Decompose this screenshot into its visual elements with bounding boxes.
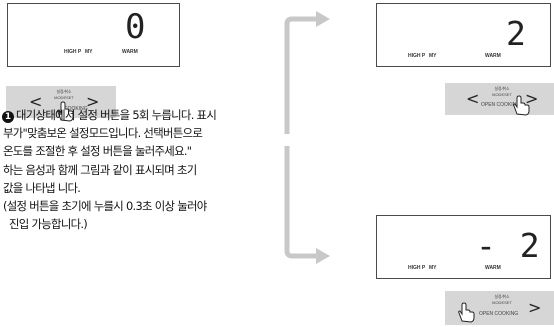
instruction-line-4: 하는 음성과 함께 그림과 같이 표시되며 초기: [3, 162, 197, 177]
display-initial-value: 0: [125, 7, 148, 47]
display-up-indicator-my: MY: [429, 53, 437, 59]
mode-set-label: MODESET: [492, 92, 512, 97]
instruction-line-3: 온도를 조절한 후 설정 버튼을 눌러주세요.": [3, 144, 192, 159]
instruction-line-2: 부가"맞춤보온 설정모드입니다. 선택버튼으로: [3, 126, 203, 141]
step-number-badge: 1: [2, 111, 14, 123]
display-down-value: - 2: [476, 226, 542, 265]
open-cooking-label: OPEN COOKING: [479, 311, 519, 317]
open-cooking-label: OPEN COOKING: [481, 102, 521, 108]
set-cancel-label: 설정/취소: [494, 295, 510, 299]
instruction-line-7: 진입 가능합니다.): [9, 217, 88, 232]
display-down-indicator-my: MY: [429, 265, 437, 271]
display-up-indicator-warm: WARM: [485, 53, 501, 59]
panel-down: > 설정/취소 MODESET OPEN COOKING: [445, 291, 554, 325]
next-button[interactable]: >: [528, 298, 542, 317]
instruction-line-5: 값을 나타냅 니다.: [3, 180, 81, 195]
prev-button[interactable]: <: [466, 89, 480, 108]
mode-set-label: MODESET: [492, 300, 512, 305]
mode-set-label: MODESET: [54, 95, 74, 100]
next-button[interactable]: >: [86, 92, 100, 111]
prev-button[interactable]: <: [29, 92, 43, 111]
set-cancel-label: 설정/취소: [494, 87, 510, 91]
display-up-indicator-high: HIGH P: [408, 53, 426, 59]
display-up: 2 HIGH P MY WARM: [376, 3, 551, 67]
set-cancel-label: 설정/취소: [56, 90, 72, 94]
display-initial-indicator-high: HIGH P: [64, 49, 82, 55]
hand-pointer-icon: [57, 101, 74, 122]
panel-up: < > 설정/취소 MODESET OPEN COOKING: [445, 83, 554, 116]
cooking-label: COOKING: [64, 106, 88, 112]
next-button[interactable]: >: [525, 89, 539, 108]
hand-pointer-icon: [458, 302, 475, 323]
panel-initial: < > 설정/취소 MODESET COOKING: [6, 86, 116, 122]
display-up-value: 2: [506, 14, 528, 53]
hand-pointer-icon: [513, 95, 530, 116]
display-initial-indicator-my: MY: [85, 49, 93, 55]
instruction-line-6: (설정 버튼을 초기에 누를시 0.3초 이상 눌러야: [3, 199, 207, 214]
display-down-indicator-warm: WARM: [485, 265, 501, 271]
display-down: - 2 HIGH P MY WARM: [376, 215, 551, 279]
display-initial: 0 HIGH P MY WARM: [7, 3, 180, 67]
display-down-indicator-high: HIGH P: [408, 265, 426, 271]
display-initial-indicator-warm: WARM: [122, 49, 138, 55]
